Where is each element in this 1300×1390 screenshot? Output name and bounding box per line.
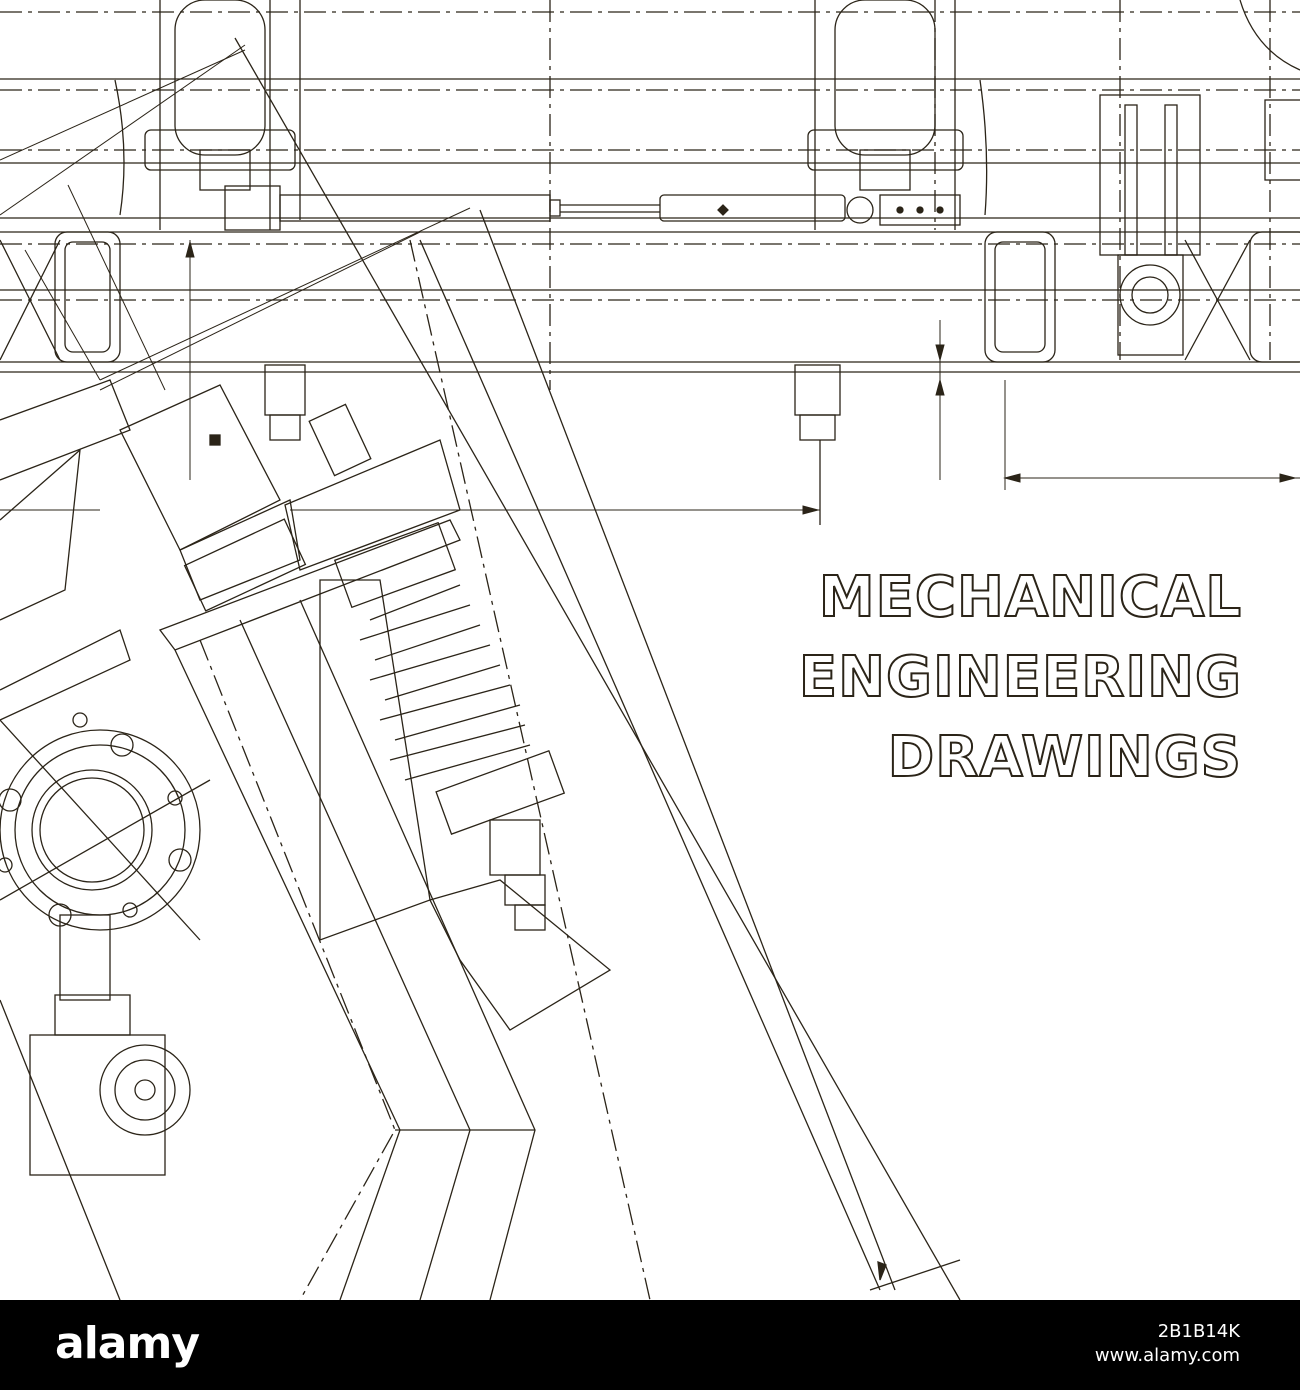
site-url: www.alamy.com [1094,1345,1240,1367]
blueprint-lines [0,0,1300,1300]
rollers [54,94,1300,363]
watermark-footer-bar: alamy 2B1B14K www.alamy.com [0,1300,1300,1390]
bracket-arm [158,519,612,1300]
flange-assembly [0,712,211,1300]
alamy-logo: alamy [55,1318,200,1369]
actuator-rod [279,194,846,222]
headline-line-1: MECHANICAL [818,565,1242,630]
headline-line-3: DRAWINGS [887,725,1242,790]
cylinder-left [144,0,296,231]
dimension-lines [0,44,1300,515]
engineering-drawing-illustration: MECHANICAL ENGINEERING DRAWINGS [0,0,1300,1300]
top-rail-assembly [0,0,1300,390]
gearbox [0,379,461,721]
spring-damper [333,521,566,931]
hanging-bolts [264,364,841,525]
diagonal-beam [234,37,961,1300]
headline-line-2: ENGINEERING [798,645,1242,710]
image-id-block: 2B1B14K www.alamy.com [1095,1320,1240,1369]
cross-braces [0,239,1251,361]
image-id: 2B1B14K [1157,1321,1240,1342]
cylinder-right [807,0,964,226]
